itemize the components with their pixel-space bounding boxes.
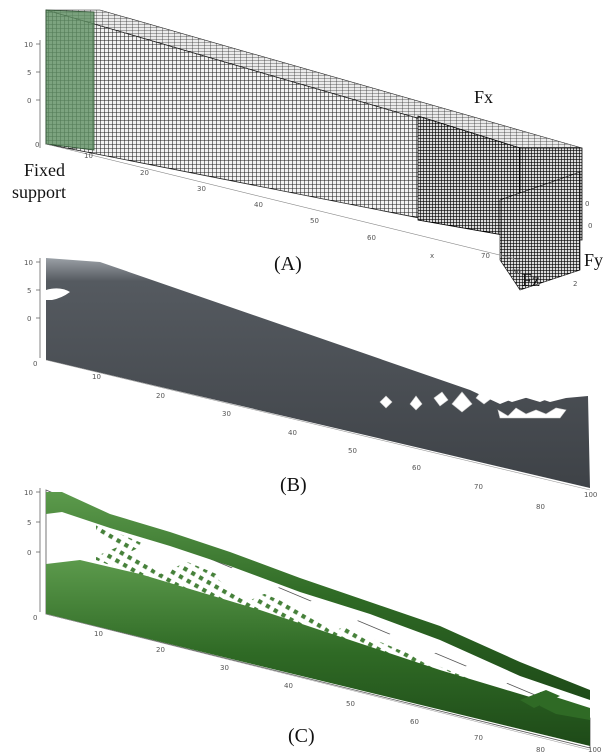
panel-c: 10 5 0 0 10 20 30 40 50 60 70 80 100: [24, 488, 601, 754]
x-tick-label: 60: [412, 464, 421, 472]
z-tick-label: 5: [27, 69, 31, 77]
y-tick-label: 0: [585, 200, 589, 208]
panel-a-caption: (A): [274, 253, 302, 275]
z-tick-label: 10: [24, 41, 33, 49]
x-tick-label: 40: [284, 682, 293, 690]
top-flange: [46, 492, 590, 700]
x-tick-label: 70: [481, 252, 490, 260]
end-tick-label: 100: [588, 746, 601, 754]
bottom-flange: [46, 560, 590, 746]
fixed-support-region: [45, 9, 95, 151]
panel-b: 10 5 0 0 10 20 30 40 50 60 70 80 100 (B): [24, 258, 597, 511]
y-tick-label: 50: [512, 268, 521, 276]
end-tick-label: 0: [588, 222, 592, 230]
x-tick-label: 10: [92, 373, 101, 381]
fixed-support-label-line2: support: [12, 182, 66, 202]
x-tick-label: 50: [348, 447, 357, 455]
optimized-structure-b: [46, 258, 590, 488]
void-diamonds: [62, 526, 520, 690]
x-tick-label: 30: [197, 185, 206, 193]
x-tick-label: 30: [222, 410, 231, 418]
x-tick-label: 30: [220, 664, 229, 672]
x-tick-label: 20: [156, 392, 165, 400]
z-tick-label: 10: [24, 259, 33, 267]
z-tick-label: 0: [27, 97, 31, 105]
void-notch: [46, 288, 70, 300]
x-tick-label: 50: [346, 700, 355, 708]
x-tick-label: 80: [536, 503, 545, 511]
x-tick-label: 80: [536, 746, 545, 754]
panel-c-caption: (C): [288, 725, 315, 747]
x-tick-label: 20: [140, 169, 149, 177]
end-tick-label: 100: [584, 491, 597, 499]
x-tick-label: 0: [33, 614, 37, 622]
x-tick-label: 0: [33, 360, 37, 368]
z-tick-label: 5: [27, 287, 31, 295]
x-tick-label: 70: [474, 734, 483, 742]
z-tick-label: 10: [24, 489, 33, 497]
load-region-lower-mesh: [499, 171, 581, 291]
fixed-support-label-line1: Fixed: [24, 160, 65, 180]
force-fx-label: Fx: [474, 87, 493, 107]
x-tick-label: 70: [474, 483, 483, 491]
x-tick-label: 50: [310, 217, 319, 225]
x-tick-label: 20: [156, 646, 165, 654]
x-tick-label: 40: [288, 429, 297, 437]
void-cluster: [379, 387, 567, 419]
x-tick-label: 60: [410, 718, 419, 726]
force-fz-label: Fz: [522, 270, 540, 290]
force-fy-label: Fy: [584, 250, 603, 270]
x-tick-label: 40: [254, 201, 263, 209]
x-axis-letter: x: [430, 252, 434, 260]
panel-a: 10 5 0 0 10 20 30 40 50 60 70 x 0 50 0 2…: [12, 9, 603, 291]
z-tick-label: 5: [27, 519, 31, 527]
panel-b-caption: (B): [280, 474, 307, 496]
x-tick-label: 60: [367, 234, 376, 242]
x-tick-label: 10: [84, 152, 93, 160]
x-tick-label: 0: [35, 141, 39, 149]
z-tick-label: 0: [27, 315, 31, 323]
end-load-struct: [520, 690, 590, 720]
x-tick-label: 10: [94, 630, 103, 638]
z-tick-label: 0: [27, 549, 31, 557]
end-tick-label: 2: [573, 280, 577, 288]
